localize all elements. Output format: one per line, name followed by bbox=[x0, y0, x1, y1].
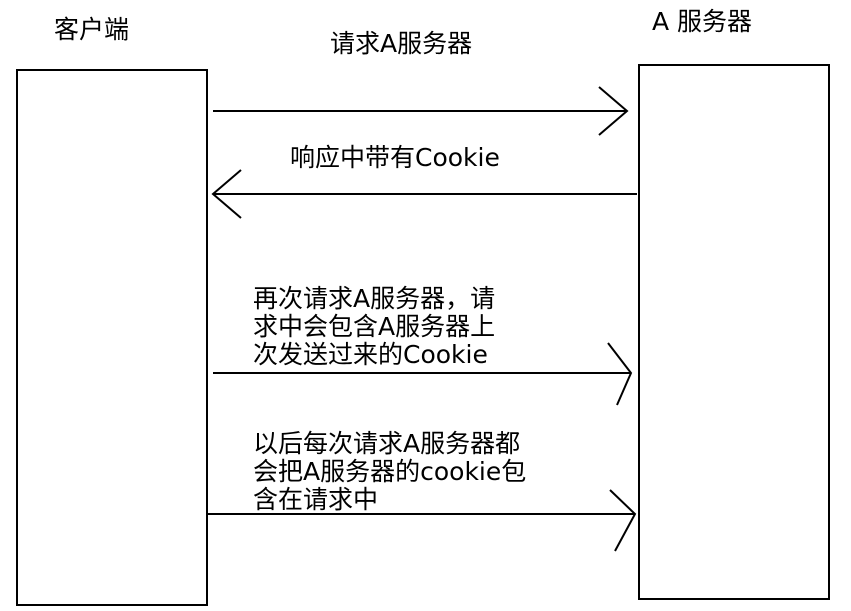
message-4-line-3: 含在请求中 bbox=[253, 485, 379, 514]
message-3-line-2: 求中会包含A服务器上 bbox=[253, 312, 496, 341]
arrow-subsequent-requests bbox=[207, 489, 637, 552]
arrow-response bbox=[211, 169, 637, 219]
message-4-line-1: 以后每次请求A服务器都 bbox=[253, 429, 521, 458]
arrow-request bbox=[213, 86, 629, 136]
message-4-label: 以后每次请求A服务器都 会把A服务器的cookie包 含在请求中 bbox=[253, 430, 526, 514]
message-4-line-2: 会把A服务器的cookie包 bbox=[253, 457, 527, 486]
message-3-line-3: 次发送过来的Cookie bbox=[253, 340, 488, 369]
client-box bbox=[16, 69, 208, 606]
message-1-label: 请求A服务器 bbox=[330, 29, 473, 58]
message-3-label: 再次请求A服务器，请 求中会包含A服务器上 次发送过来的Cookie bbox=[253, 285, 495, 369]
message-3-line-1: 再次请求A服务器，请 bbox=[253, 284, 496, 313]
arrow-second-request bbox=[213, 342, 633, 406]
client-label: 客户端 bbox=[54, 15, 130, 44]
server-box bbox=[638, 64, 830, 600]
message-2-label: 响应中带有Cookie bbox=[290, 143, 500, 172]
server-label: A 服务器 bbox=[652, 7, 753, 36]
